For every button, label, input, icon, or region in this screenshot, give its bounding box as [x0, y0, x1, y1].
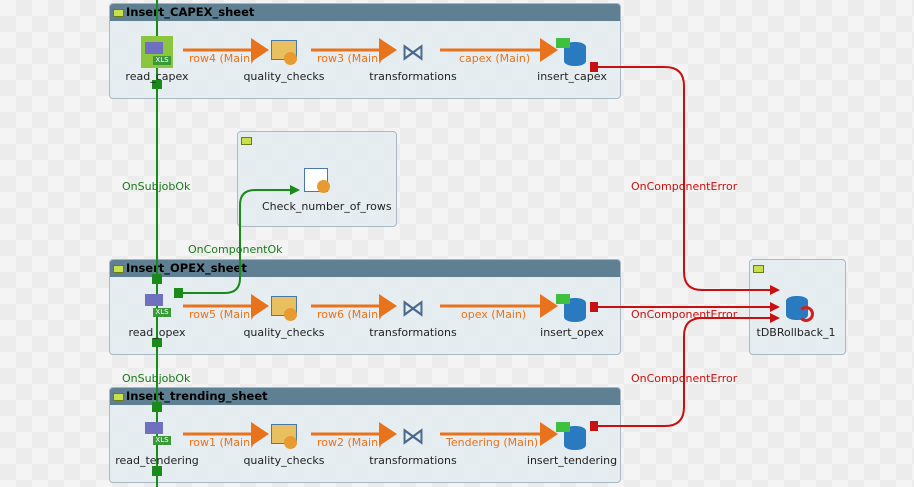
- link-label[interactable]: opex (Main): [461, 308, 527, 321]
- link-component-ok: [180, 189, 296, 294]
- map-icon: ⋈: [401, 38, 425, 66]
- subjob-header[interactable]: [750, 260, 845, 277]
- subjob-check-rows[interactable]: [237, 131, 397, 227]
- subjob-title: Insert_trending_sheet: [126, 389, 268, 403]
- link-label[interactable]: OnSubjobOk: [122, 372, 191, 385]
- link-error-tendering: [597, 317, 776, 427]
- link-label[interactable]: capex (Main): [459, 52, 531, 65]
- component-transformations[interactable]: ⋈ transformations: [358, 420, 468, 467]
- link-label[interactable]: row1 (Main): [189, 436, 255, 449]
- excel-input-icon: XLS: [141, 292, 173, 324]
- collapse-icon[interactable]: [241, 137, 252, 145]
- component-label: insert_opex: [540, 326, 604, 339]
- excel-input-icon: XLS: [141, 420, 173, 452]
- component-transformations[interactable]: ⋈ transformations: [358, 292, 468, 339]
- component-read-capex[interactable]: XLS read_capex: [102, 36, 212, 83]
- connector: [152, 274, 162, 284]
- component-label: transformations: [369, 454, 457, 467]
- collapse-icon[interactable]: [113, 393, 124, 401]
- component-read-tendering[interactable]: XLS read_tendering: [102, 420, 212, 467]
- database-output-icon: [556, 292, 588, 324]
- link-label[interactable]: row2 (Main): [317, 436, 383, 449]
- java-row-gear-icon: [301, 166, 333, 198]
- database-output-icon: [556, 420, 588, 452]
- component-quality-checks[interactable]: quality_checks: [229, 420, 339, 467]
- component-tdbrollback[interactable]: tDBRollback_1: [741, 292, 851, 339]
- link-label[interactable]: OnComponentOk: [188, 243, 283, 256]
- component-quality-checks[interactable]: quality_checks: [229, 36, 339, 83]
- collapse-icon[interactable]: [753, 265, 764, 273]
- component-label: insert_tendering: [526, 454, 618, 467]
- link-label[interactable]: OnComponentError: [631, 180, 738, 193]
- component-label: transformations: [369, 326, 457, 339]
- link-label[interactable]: row5 (Main): [189, 308, 255, 321]
- connector: [152, 466, 162, 476]
- link-label[interactable]: OnComponentError: [631, 372, 738, 385]
- component-insert-tendering[interactable]: insert_tendering: [517, 420, 627, 467]
- link-error-capex: [597, 66, 776, 291]
- link-label[interactable]: OnSubjobOk: [122, 180, 191, 193]
- link-label[interactable]: row6 (Main): [317, 308, 383, 321]
- subjob-header[interactable]: Insert_trending_sheet: [110, 388, 620, 405]
- component-label: quality_checks: [243, 326, 325, 339]
- component-label: read_tendering: [115, 454, 199, 467]
- connector: [152, 338, 162, 347]
- component-read-opex[interactable]: XLS read_opex: [102, 292, 212, 339]
- component-label: quality_checks: [243, 454, 325, 467]
- link-label[interactable]: OnComponentError: [631, 308, 738, 321]
- component-label: tDBRollback_1: [756, 326, 836, 339]
- component-label: transformations: [369, 70, 457, 83]
- component-label: quality_checks: [243, 70, 325, 83]
- map-icon: ⋈: [401, 294, 425, 322]
- map-icon: ⋈: [401, 422, 425, 450]
- subjob-header[interactable]: Insert_CAPEX_sheet: [110, 4, 620, 21]
- component-label: read_opex: [128, 326, 186, 339]
- component-transformations[interactable]: ⋈ transformations: [358, 36, 468, 83]
- database-output-icon: [556, 36, 588, 68]
- filter-gear-icon: [268, 420, 300, 452]
- filter-gear-icon: [268, 292, 300, 324]
- link-label[interactable]: Tendering (Main): [446, 436, 539, 449]
- component-label: Check_number_of_rows: [262, 200, 392, 213]
- database-rollback-icon: [780, 292, 814, 324]
- component-label: read_capex: [125, 70, 189, 83]
- component-label: insert_capex: [537, 70, 607, 83]
- filter-gear-icon: [268, 36, 300, 68]
- connector: [152, 80, 162, 89]
- component-check-number-of-rows[interactable]: Check_number_of_rows: [262, 166, 392, 213]
- subjob-title: Insert_CAPEX_sheet: [126, 5, 255, 19]
- collapse-icon[interactable]: [113, 9, 124, 17]
- excel-input-icon: XLS: [141, 36, 173, 68]
- component-quality-checks[interactable]: quality_checks: [229, 292, 339, 339]
- link-label[interactable]: row3 (Main): [317, 52, 383, 65]
- connector: [174, 288, 183, 298]
- component-insert-opex[interactable]: insert_opex: [517, 292, 627, 339]
- component-insert-capex[interactable]: insert_capex: [517, 36, 627, 83]
- connector: [152, 402, 162, 412]
- subjob-header[interactable]: [238, 132, 396, 149]
- collapse-icon[interactable]: [113, 265, 124, 273]
- link-label[interactable]: row4 (Main): [189, 52, 255, 65]
